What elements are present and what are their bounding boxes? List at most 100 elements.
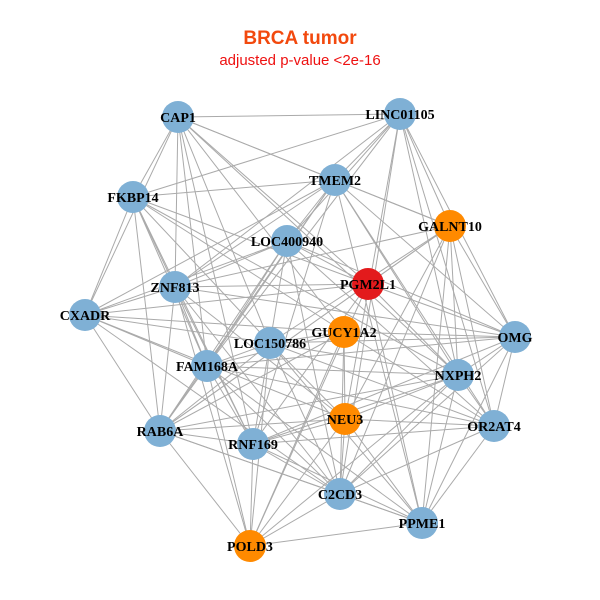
node-label: CAP1 [160, 111, 196, 126]
edge-NXPH2-RAB6A [159, 374, 459, 432]
edge-NEU3-POLD3 [249, 418, 346, 547]
node-LINC01105[interactable]: LINC01105 [365, 98, 435, 130]
node-CXADR[interactable]: CXADR [60, 299, 111, 331]
node-label: FKBP14 [107, 191, 158, 206]
node-FAM168A[interactable]: FAM168A [176, 350, 239, 382]
node-circle [159, 271, 191, 303]
edge-GALNT10-OR2AT4 [449, 225, 495, 427]
edge-GUCY1A2-POLD3 [249, 331, 345, 547]
node-RAB6A[interactable]: RAB6A [137, 415, 185, 447]
edge-TMEM2-ZNF813 [174, 179, 336, 288]
edge-TMEM2-FKBP14 [132, 179, 336, 198]
node-circle [234, 530, 266, 562]
edge-LOC400940-C2CD3 [286, 240, 341, 495]
edge-OMG-LOC150786 [269, 336, 516, 344]
edge-GALNT10-C2CD3 [339, 225, 451, 495]
edge-LOC150786-OR2AT4 [269, 342, 495, 427]
node-label: PGM2L1 [340, 278, 396, 293]
node-GALNT10[interactable]: GALNT10 [418, 210, 482, 242]
edge-CXADR-RAB6A [84, 314, 161, 432]
node-label: OMG [498, 331, 533, 346]
edge-CAP1-LINC01105 [177, 113, 401, 118]
edge-LOC400940-ZNF813 [174, 240, 288, 288]
edge-CXADR-GUCY1A2 [84, 314, 345, 333]
edge-GALNT10-NXPH2 [449, 225, 459, 376]
edge-OR2AT4-C2CD3 [339, 425, 495, 495]
edge-GALNT10-OMG [449, 225, 516, 338]
node-circle [319, 164, 351, 196]
edge-CAP1-FAM168A [177, 116, 208, 367]
edge-GUCY1A2-OMG [343, 331, 516, 338]
edge-RAB6A-POLD3 [159, 430, 251, 547]
edge-PGM2L1-ZNF813 [174, 283, 369, 288]
chart-title: BRCA tumor [243, 28, 357, 49]
node-ZNF813[interactable]: ZNF813 [151, 271, 200, 303]
edge-FAM168A-OR2AT4 [206, 365, 495, 427]
node-FKBP14[interactable]: FKBP14 [107, 181, 159, 213]
node-circle [162, 101, 194, 133]
edge-OMG-PPME1 [421, 336, 516, 524]
node-TMEM2[interactable]: TMEM2 [309, 164, 361, 196]
node-GUCY1A2[interactable]: GUCY1A2 [311, 316, 377, 348]
node-PGM2L1[interactable]: PGM2L1 [340, 268, 396, 300]
edge-FKBP14-LOC150786 [132, 196, 271, 344]
edge-OMG-RNF169 [252, 336, 516, 445]
edge-GUCY1A2-OR2AT4 [343, 331, 495, 427]
edge-FKBP14-RAB6A [132, 196, 161, 432]
node-circle [329, 403, 361, 435]
node-circle [478, 410, 510, 442]
edge-FAM168A-PPME1 [206, 365, 423, 524]
edge-CAP1-PGM2L1 [177, 116, 369, 285]
node-CAP1[interactable]: CAP1 [160, 101, 196, 133]
node-label: PPME1 [399, 517, 446, 532]
edge-ZNF813-C2CD3 [174, 286, 341, 495]
edge-LOC400940-OMG [286, 240, 516, 338]
node-label: LOC400940 [251, 235, 323, 250]
node-LOC400940[interactable]: LOC400940 [251, 225, 323, 257]
node-circle [237, 428, 269, 460]
node-C2CD3[interactable]: C2CD3 [318, 478, 362, 510]
edge-OR2AT4-PPME1 [421, 425, 495, 524]
edge-TMEM2-CXADR [84, 179, 336, 316]
node-label: GALNT10 [418, 220, 482, 235]
edge-LOC150786-RAB6A [159, 342, 271, 432]
node-label: C2CD3 [318, 488, 362, 503]
node-NEU3[interactable]: NEU3 [327, 403, 364, 435]
edge-LINC01105-FAM168A [206, 113, 401, 367]
edge-CAP1-GUCY1A2 [177, 116, 345, 333]
edge-TMEM2-PPME1 [334, 179, 423, 524]
node-circle [254, 327, 286, 359]
edge-CAP1-CXADR [84, 116, 179, 316]
node-RNF169[interactable]: RNF169 [228, 428, 278, 460]
node-label: NXPH2 [435, 369, 482, 384]
edge-NXPH2-C2CD3 [339, 374, 459, 495]
edge-PGM2L1-RNF169 [252, 283, 369, 445]
node-PPME1[interactable]: PPME1 [399, 507, 446, 539]
node-NXPH2[interactable]: NXPH2 [435, 359, 482, 391]
edge-NXPH2-POLD3 [249, 374, 459, 547]
edge-FKBP14-PGM2L1 [132, 196, 369, 285]
node-label: ZNF813 [151, 281, 200, 296]
node-OR2AT4[interactable]: OR2AT4 [467, 410, 521, 442]
node-label: LINC01105 [365, 108, 434, 123]
edge-RNF169-POLD3 [249, 443, 254, 547]
node-OMG[interactable]: OMG [498, 321, 533, 353]
edge-PGM2L1-PPME1 [367, 283, 423, 524]
edge-RNF169-C2CD3 [252, 443, 341, 495]
edge-PPME1-POLD3 [249, 522, 423, 547]
edge-LINC01105-OR2AT4 [399, 113, 495, 427]
edge-PGM2L1-CXADR [84, 283, 369, 316]
edge-TMEM2-OR2AT4 [334, 179, 495, 427]
node-label: NEU3 [327, 413, 364, 428]
node-circle [328, 316, 360, 348]
edge-TMEM2-RNF169 [252, 179, 336, 445]
edge-ZNF813-RAB6A [159, 286, 176, 432]
node-POLD3[interactable]: POLD3 [227, 530, 273, 562]
node-circle [434, 210, 466, 242]
node-label: LOC150786 [234, 337, 306, 352]
node-label: RAB6A [137, 425, 185, 440]
node-LOC150786[interactable]: LOC150786 [234, 327, 306, 359]
edge-OMG-FAM168A [206, 336, 516, 367]
edge-GALNT10-ZNF813 [174, 225, 451, 288]
